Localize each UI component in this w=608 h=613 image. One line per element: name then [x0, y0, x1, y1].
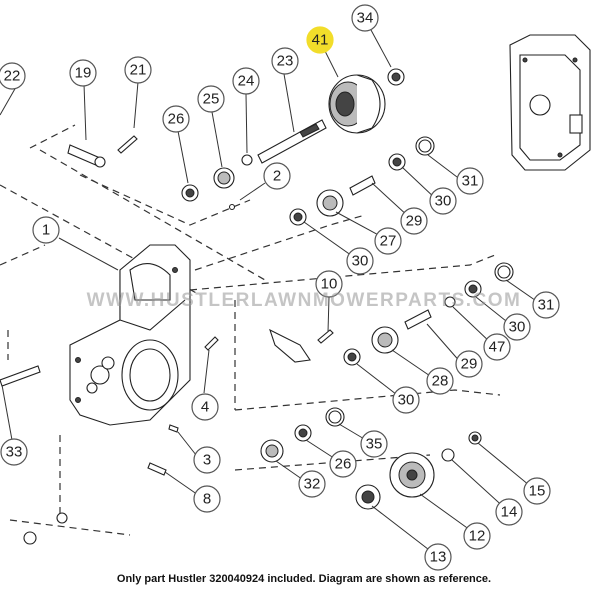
svg-text:31: 31: [462, 173, 479, 190]
callout-2: 2: [263, 162, 291, 190]
svg-text:24: 24: [238, 73, 255, 90]
svg-text:35: 35: [366, 436, 383, 453]
callout-3: 3: [193, 446, 221, 474]
pulley-assembly: [328, 74, 386, 134]
svg-text:8: 8: [203, 491, 211, 508]
svg-text:41: 41: [312, 32, 329, 49]
callout-27: 27: [374, 227, 402, 255]
svg-text:25: 25: [203, 91, 220, 108]
callout-33: 33: [0, 438, 28, 466]
svg-text:34: 34: [357, 10, 374, 27]
callout-1: 1: [32, 216, 60, 244]
svg-text:1: 1: [42, 222, 50, 239]
callout-34: 34: [351, 4, 379, 32]
input-shaft: [257, 119, 327, 164]
callouts: 1 2 3 4 8 10 12 13 14 15 19 21 22 23 24 …: [0, 4, 560, 571]
svg-text:19: 19: [75, 65, 92, 82]
callout-41-highlighted: 41: [306, 26, 334, 54]
svg-text:10: 10: [321, 276, 338, 293]
callout-26-top: 26: [162, 105, 190, 133]
svg-text:26: 26: [168, 111, 185, 128]
callout-24: 24: [232, 67, 260, 95]
callout-29-bottom: 29: [455, 350, 483, 378]
svg-text:47: 47: [489, 339, 506, 356]
callout-10: 10: [315, 270, 343, 298]
svg-text:30: 30: [352, 253, 369, 270]
svg-text:26: 26: [335, 456, 352, 473]
callout-28: 28: [426, 367, 454, 395]
callout-21: 21: [124, 56, 152, 84]
svg-text:29: 29: [461, 356, 478, 373]
svg-text:13: 13: [430, 549, 447, 566]
svg-text:22: 22: [4, 68, 21, 85]
callout-30-d: 30: [392, 386, 420, 414]
footnote: Only part Hustler 320040924 included. Di…: [116, 573, 492, 585]
leader-lines: [0, 29, 543, 557]
svg-text:33: 33: [6, 444, 23, 461]
svg-text:23: 23: [277, 53, 294, 70]
callout-30-b: 30: [346, 247, 374, 275]
callout-31-bottom: 31: [532, 291, 560, 319]
callout-31-top: 31: [456, 167, 484, 195]
svg-text:32: 32: [304, 476, 321, 493]
gear-case-housing: [69, 244, 191, 426]
svg-text:4: 4: [201, 399, 209, 416]
svg-text:21: 21: [130, 62, 147, 79]
callout-35: 35: [360, 430, 388, 458]
callout-22: 22: [0, 62, 26, 90]
svg-text:31: 31: [538, 297, 555, 314]
svg-text:12: 12: [469, 528, 486, 545]
callout-32: 32: [298, 470, 326, 498]
svg-text:30: 30: [509, 319, 526, 336]
callout-47: 47: [483, 333, 511, 361]
hardware: [0, 135, 334, 545]
callout-26-bottom: 26: [329, 450, 357, 478]
svg-text:30: 30: [398, 392, 415, 409]
svg-text:15: 15: [529, 483, 546, 500]
svg-text:3: 3: [203, 452, 211, 469]
callout-14: 14: [495, 498, 523, 526]
svg-text:2: 2: [273, 168, 281, 185]
svg-text:29: 29: [406, 213, 423, 230]
watermark: WWW.HUSTLERLAWNMOWERPARTS.COM: [86, 290, 522, 311]
svg-text:27: 27: [380, 233, 397, 250]
callout-15: 15: [523, 477, 551, 505]
callout-23: 23: [271, 47, 299, 75]
callout-19: 19: [69, 59, 97, 87]
callout-13: 13: [424, 543, 452, 571]
callout-29-top: 29: [400, 207, 428, 235]
svg-text:30: 30: [435, 193, 452, 210]
callout-30-c: 30: [503, 313, 531, 341]
svg-text:28: 28: [432, 373, 449, 390]
callout-12: 12: [463, 522, 491, 550]
callout-25: 25: [197, 85, 225, 113]
assembled-housing-view: [509, 34, 591, 171]
svg-text:14: 14: [501, 504, 518, 521]
callout-8: 8: [193, 485, 221, 513]
callout-30-a: 30: [429, 187, 457, 215]
gears-and-bearings: [181, 68, 514, 510]
callout-4: 4: [191, 393, 219, 421]
